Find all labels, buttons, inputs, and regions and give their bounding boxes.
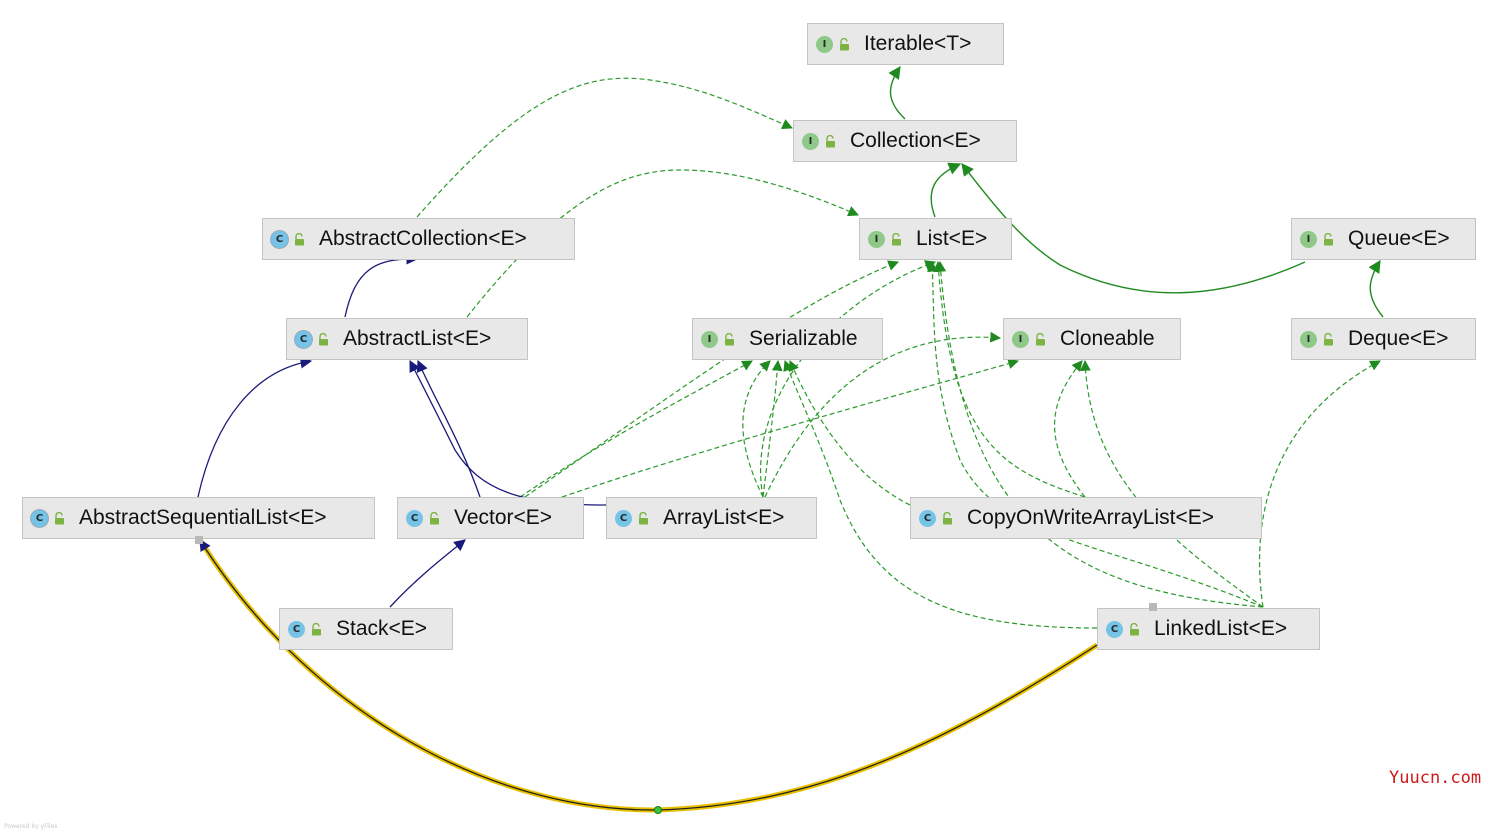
- edge-list-collection[interactable]: [930, 162, 962, 218]
- edge-copyonwrite-list[interactable]: [933, 260, 1086, 498]
- unlock-icon: [294, 232, 305, 246]
- unlock-icon: [1323, 232, 1334, 246]
- edge-vector-abstractlist[interactable]: [416, 359, 481, 498]
- edge-stack-vector[interactable]: [389, 539, 466, 608]
- interface-icon: I: [802, 132, 819, 150]
- node-abstract-sequential-list[interactable]: C AbstractSequentialList<E>: [22, 497, 375, 539]
- node-label: Collection<E>: [850, 129, 981, 152]
- unlock-icon: [54, 511, 65, 525]
- edge-linkedlist-list-2[interactable]: [935, 260, 1264, 608]
- unlock-icon: [318, 332, 329, 346]
- unlock-icon: [724, 332, 735, 346]
- unlock-icon: [1129, 622, 1140, 636]
- class-icon: C: [919, 509, 936, 527]
- node-label: Cloneable: [1060, 327, 1155, 350]
- node-copyonwrite[interactable]: C CopyOnWriteArrayList<E>: [910, 497, 1262, 539]
- edge-collection-iterable[interactable]: [888, 65, 906, 120]
- edge-vector-list[interactable]: [524, 260, 900, 498]
- unlock-icon: [942, 511, 953, 525]
- selection-handle[interactable]: [195, 536, 203, 544]
- edge-bend-handle[interactable]: [654, 806, 662, 814]
- node-list[interactable]: I List<E>: [859, 218, 1012, 260]
- class-icon: C: [615, 509, 632, 527]
- edge-arraylist-serializable[interactable]: [762, 359, 783, 498]
- unlock-icon: [429, 511, 440, 525]
- abstract-class-icon: C: [295, 330, 312, 348]
- interface-icon: I: [1300, 330, 1317, 348]
- unlock-icon: [311, 622, 322, 636]
- unlock-icon: [891, 232, 902, 246]
- edge-abstractsequentiallist-abstractlist[interactable]: [197, 356, 313, 498]
- node-abstract-list[interactable]: C AbstractList<E>: [286, 318, 528, 360]
- node-label: AbstractCollection<E>: [319, 227, 527, 250]
- interface-icon: I: [1300, 230, 1317, 248]
- node-label: Serializable: [749, 327, 858, 350]
- unlock-icon: [1035, 332, 1046, 346]
- edge-vector-serializable[interactable]: [519, 360, 753, 498]
- edge-deque-queue[interactable]: [1368, 259, 1384, 318]
- edge-copyonwrite-cloneable[interactable]: [1053, 360, 1086, 498]
- abstract-class-icon: C: [271, 230, 288, 248]
- node-serializable[interactable]: I Serializable: [692, 318, 883, 360]
- node-label: Queue<E>: [1348, 227, 1450, 250]
- edge-abstractcollection-collection[interactable]: [416, 77, 793, 218]
- edge-abstractlist-abstractcollection[interactable]: [344, 252, 419, 318]
- node-label: CopyOnWriteArrayList<E>: [967, 506, 1215, 529]
- node-abstract-collection[interactable]: C AbstractCollection<E>: [262, 218, 575, 260]
- powered-by-credit: Powered by yFiles: [4, 823, 58, 830]
- abstract-class-icon: C: [31, 509, 48, 527]
- edge-linkedlist-abstractsequentiallist[interactable]: [199, 539, 1098, 811]
- node-linkedlist[interactable]: C LinkedList<E>: [1097, 608, 1320, 650]
- edge-linkedlist-cloneable[interactable]: [1080, 359, 1264, 608]
- node-label: Deque<E>: [1348, 327, 1449, 350]
- unlock-icon: [825, 134, 836, 148]
- node-label: Vector<E>: [454, 506, 553, 529]
- interface-icon: I: [816, 35, 833, 53]
- selection-handle[interactable]: [1149, 603, 1157, 611]
- edge-linkedlist-deque[interactable]: [1258, 360, 1381, 608]
- node-label: Iterable<T>: [864, 32, 972, 55]
- node-label: Stack<E>: [336, 617, 428, 640]
- node-stack[interactable]: C Stack<E>: [279, 608, 453, 650]
- edge-linkedlist-list[interactable]: [927, 260, 1264, 608]
- edge-arraylist-cloneable[interactable]: [764, 331, 1002, 498]
- interface-icon: I: [868, 230, 885, 248]
- class-icon: C: [288, 620, 305, 638]
- unlock-icon: [638, 511, 649, 525]
- node-arraylist[interactable]: C ArrayList<E>: [606, 497, 817, 539]
- node-cloneable[interactable]: I Cloneable: [1003, 318, 1181, 360]
- node-label: List<E>: [916, 227, 988, 250]
- class-icon: C: [1106, 620, 1123, 638]
- node-label: AbstractList<E>: [343, 327, 492, 350]
- node-label: ArrayList<E>: [663, 506, 785, 529]
- node-label: LinkedList<E>: [1154, 617, 1288, 640]
- unlock-icon: [839, 37, 850, 51]
- edge-queue-collection[interactable]: [961, 163, 1306, 294]
- node-collection[interactable]: I Collection<E>: [793, 120, 1017, 162]
- class-icon: C: [406, 509, 423, 527]
- node-queue[interactable]: I Queue<E>: [1291, 218, 1476, 260]
- edge-linkedlist-abstractsequentiallist-highlight[interactable]: [197, 538, 1099, 813]
- interface-icon: I: [701, 330, 718, 348]
- node-deque[interactable]: I Deque<E>: [1291, 318, 1476, 360]
- node-iterable[interactable]: I Iterable<T>: [807, 23, 1004, 65]
- unlock-icon: [1323, 332, 1334, 346]
- edge-arraylist-list[interactable]: [760, 260, 937, 498]
- watermark: Yuucn.com: [1389, 768, 1482, 788]
- edge-copyonwrite-serializable[interactable]: [788, 360, 911, 506]
- interface-icon: I: [1012, 330, 1029, 348]
- edge-arraylist-serializable-2[interactable]: [742, 360, 771, 498]
- node-label: AbstractSequentialList<E>: [79, 506, 327, 529]
- edge-arraylist-abstractlist[interactable]: [409, 359, 607, 506]
- node-vector[interactable]: C Vector<E>: [397, 497, 584, 539]
- edge-linkedlist-serializable[interactable]: [783, 359, 1098, 629]
